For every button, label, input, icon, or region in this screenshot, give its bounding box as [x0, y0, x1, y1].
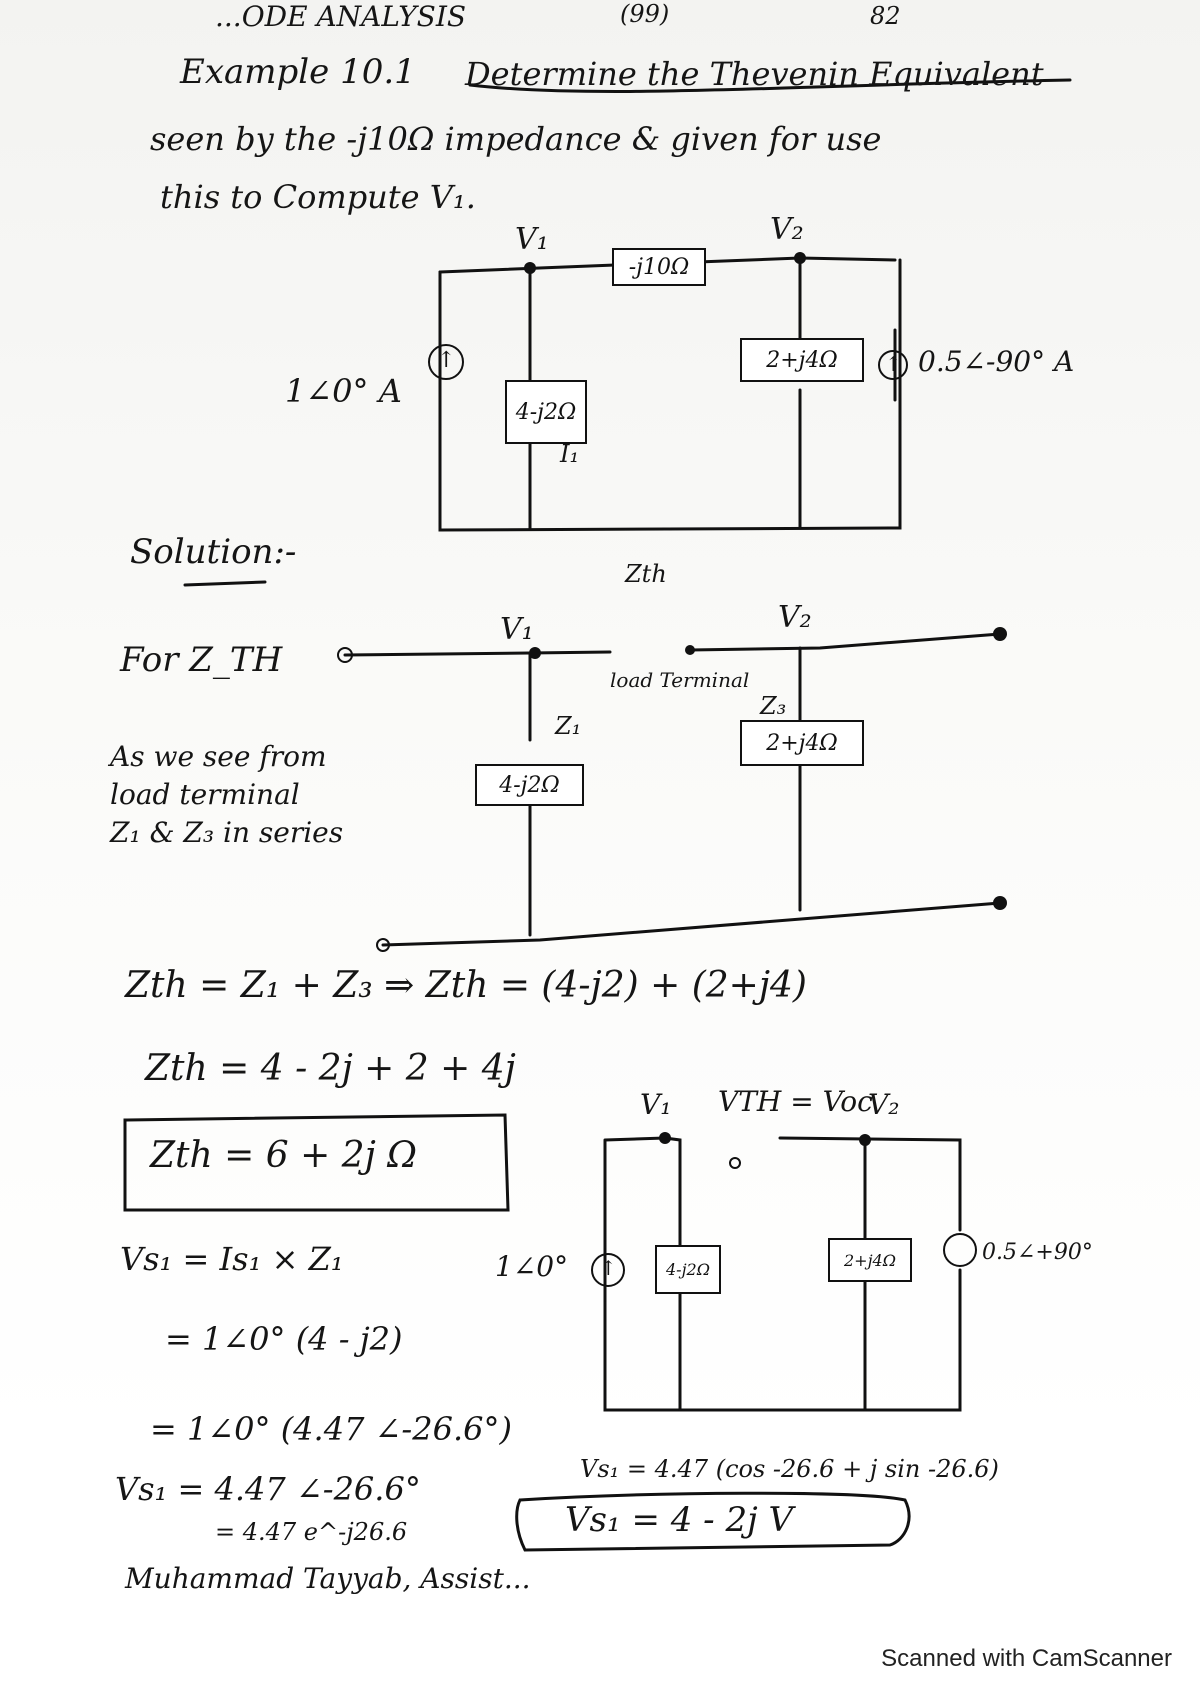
vs-result: Vs₁ = 4 - 2j V	[565, 1500, 794, 1540]
note-line-2: load terminal	[110, 778, 300, 811]
c1-source2-label: 0.5∠-90° A	[918, 345, 1075, 378]
problem-line-1: Determine the Thevenin Equivalent	[465, 55, 1044, 93]
vs-line-1: Vs₁ = Is₁ × Z₁	[120, 1240, 344, 1278]
note-line-3: Z₁ & Z₃ in series	[110, 816, 344, 849]
page-ref: (99)	[620, 0, 670, 28]
c1-z1-impedance: 4-j2Ω	[505, 380, 587, 444]
solution-heading: Solution:-	[130, 532, 297, 572]
author-signature: Muhammad Tayyab, Assist...	[125, 1562, 531, 1595]
vs-line-2: = 1∠0° (4 - j2)	[165, 1320, 403, 1358]
zth-equation-1: Zth = Z₁ + Z₃ ⇒ Zth = (4-j2) + (2+j4)	[125, 965, 807, 1006]
c1-source1-label: 1∠0° A	[285, 372, 402, 410]
c1-current-label: I₁	[560, 440, 580, 468]
example-label: Example 10.1	[180, 52, 416, 92]
z1-label: Z₁	[555, 712, 582, 740]
header-title: ...ODE ANALYSIS	[215, 0, 467, 33]
vs-rect-form: Vs₁ = 4.47 (cos -26.6 + j sin -26.6)	[580, 1455, 999, 1483]
c3-node-v1: V₁	[640, 1088, 672, 1121]
c1-source1-arrow-icon: ↑	[437, 348, 456, 373]
page-number: 82	[870, 2, 901, 30]
c3-source2-label: 0.5∠+90°	[982, 1240, 1093, 1265]
c3-z1-impedance: 4-j2Ω	[655, 1245, 721, 1294]
c3-node-v2: V₂	[868, 1088, 900, 1121]
c3-z3-impedance: 2+j4Ω	[828, 1238, 912, 1282]
c1-node-v1: V₁	[515, 222, 549, 257]
c2-z1-impedance: 4-j2Ω	[475, 764, 584, 806]
c1-z3-impedance: 2+j4Ω	[740, 338, 864, 382]
c3-source1-arrow-icon: ↑	[600, 1256, 617, 1280]
problem-line-3: this to Compute V₁.	[160, 178, 476, 216]
zth-label: Zth	[625, 560, 667, 588]
vs-line-5: = 4.47 e^-j26.6	[215, 1518, 408, 1546]
c1-node-v2: V₂	[770, 212, 804, 247]
scanner-watermark: Scanned with CamScanner	[881, 1645, 1172, 1672]
zth-equation-2: Zth = 4 - 2j + 2 + 4j	[145, 1048, 516, 1089]
note-line-1: As we see from	[110, 740, 327, 773]
problem-line-2: seen by the -j10Ω impedance & given for …	[150, 120, 882, 158]
vs-line-4: Vs₁ = 4.47 ∠-26.6°	[115, 1470, 421, 1508]
z3-label: Z₃	[760, 692, 787, 720]
c2-z3-impedance: 2+j4Ω	[740, 720, 864, 766]
c3-vth-label: VTH = Voc	[718, 1085, 873, 1118]
c2-node-v2: V₂	[778, 600, 812, 635]
c1-series-impedance: -j10Ω	[612, 248, 706, 286]
c3-source1-label: 1∠0°	[495, 1250, 569, 1283]
zth-result: Zth = 6 + 2j Ω	[150, 1135, 418, 1176]
c2-node-v1: V₁	[500, 612, 534, 647]
load-terminal-label: load Terminal	[610, 668, 750, 692]
for-zth-label: For Z_TH	[120, 640, 283, 680]
c1-source2-arrow-icon: ↑	[885, 352, 902, 376]
vs-line-3: = 1∠0° (4.47 ∠-26.6°)	[150, 1410, 512, 1448]
